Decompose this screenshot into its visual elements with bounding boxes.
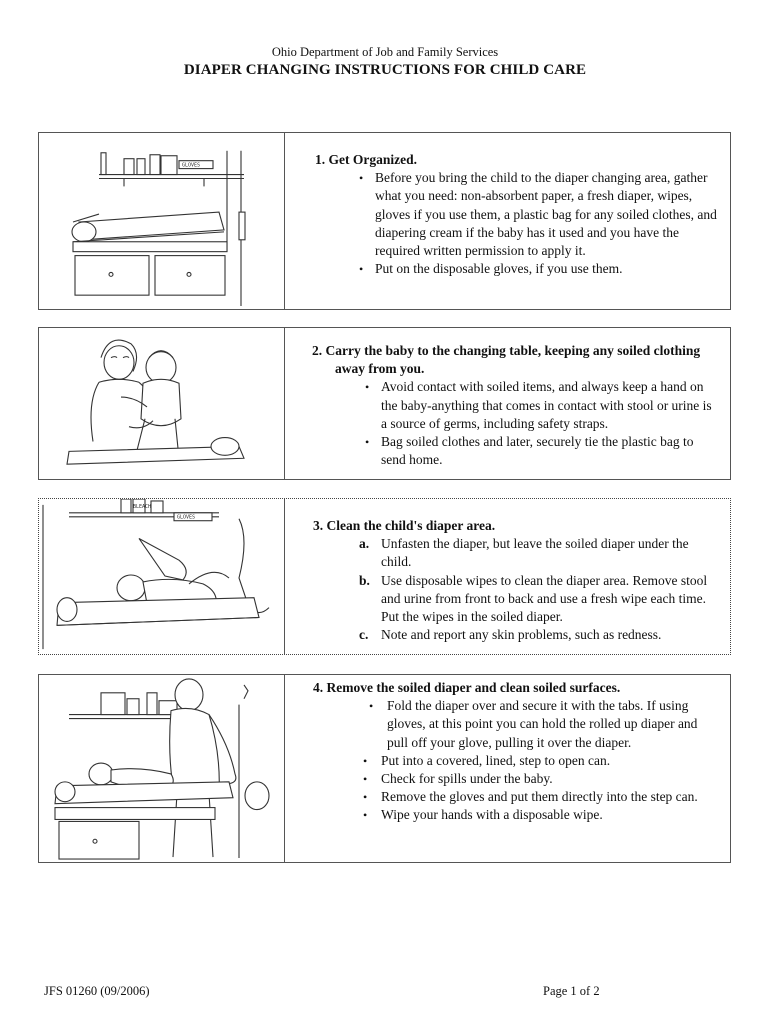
changing-table-illustration: GLOVES	[39, 133, 285, 309]
list-item: • Fold the diaper over and secure it wit…	[369, 698, 698, 750]
section-remove-diaper: 4. Remove the soiled diaper and clean so…	[38, 674, 731, 863]
gloves-label: GLOVES	[182, 163, 200, 169]
bleach-label: BLEACH	[133, 504, 151, 510]
document-title: DIAPER CHANGING INSTRUCTIONS FOR CHILD C…	[183, 62, 587, 78]
bullet-icon: •	[365, 380, 370, 395]
list-marker: b.	[359, 572, 370, 588]
bullet-icon: •	[363, 772, 368, 787]
list-item: • Check for spills under the baby.	[363, 770, 720, 788]
agency-name: Ohio Department of Job and Family Servic…	[271, 45, 499, 59]
bullet-icon: •	[359, 171, 364, 186]
list-item: • Wipe your hands with a disposable wipe…	[363, 806, 720, 824]
list-item: • Remove the gloves and put them directl…	[363, 788, 720, 806]
carrying-baby-illustration	[39, 328, 285, 479]
gloves-label: GLOVES	[177, 515, 195, 521]
list-item: c. Note and report any skin problems, su…	[359, 626, 720, 644]
list-item: • Before you bring the child to the diap…	[359, 170, 717, 259]
bullet-icon: •	[369, 699, 374, 714]
bullet-icon: •	[363, 808, 368, 823]
list-item: b. Use disposable wipes to clean the dia…	[359, 572, 708, 625]
list-marker: c.	[359, 627, 369, 643]
form-number: JFS 01260 (09/2006)	[44, 984, 150, 998]
list-item: • Bag soiled clothes and later, securely…	[365, 434, 694, 468]
page-number: Page 1 of 2	[543, 984, 600, 998]
section-heading: 2. Carry the baby to the changing table,…	[312, 343, 701, 377]
section-get-organized: GLOVES 1. Get Organized. • Before you br…	[38, 132, 731, 310]
section-heading: 4. Remove the soiled diaper and clean so…	[313, 680, 621, 695]
list-marker: a.	[359, 536, 370, 552]
bullet-icon: •	[363, 753, 368, 768]
section-carry-baby: 2. Carry the baby to the changing table,…	[38, 327, 731, 480]
section-clean-diaper-area: BLEACH GLOVES 3. Clean the child's diape…	[38, 498, 731, 655]
list-item: • Avoid contact with soiled items, and a…	[365, 379, 712, 431]
removing-diaper-illustration	[39, 675, 285, 862]
bullet-icon: •	[363, 790, 368, 805]
bullet-icon: •	[359, 262, 364, 277]
bullet-icon: •	[365, 435, 370, 450]
cleaning-baby-illustration: BLEACH GLOVES	[39, 499, 285, 654]
list-item: • Put into a covered, lined, step to ope…	[363, 752, 720, 770]
list-item: • Put on the disposable gloves, if you u…	[359, 260, 720, 278]
list-item: a. Unfasten the diaper, but leave the so…	[359, 536, 689, 570]
section-heading: 3. Clean the child's diaper area.	[313, 518, 496, 533]
section-heading: 1. Get Organized.	[315, 152, 417, 167]
